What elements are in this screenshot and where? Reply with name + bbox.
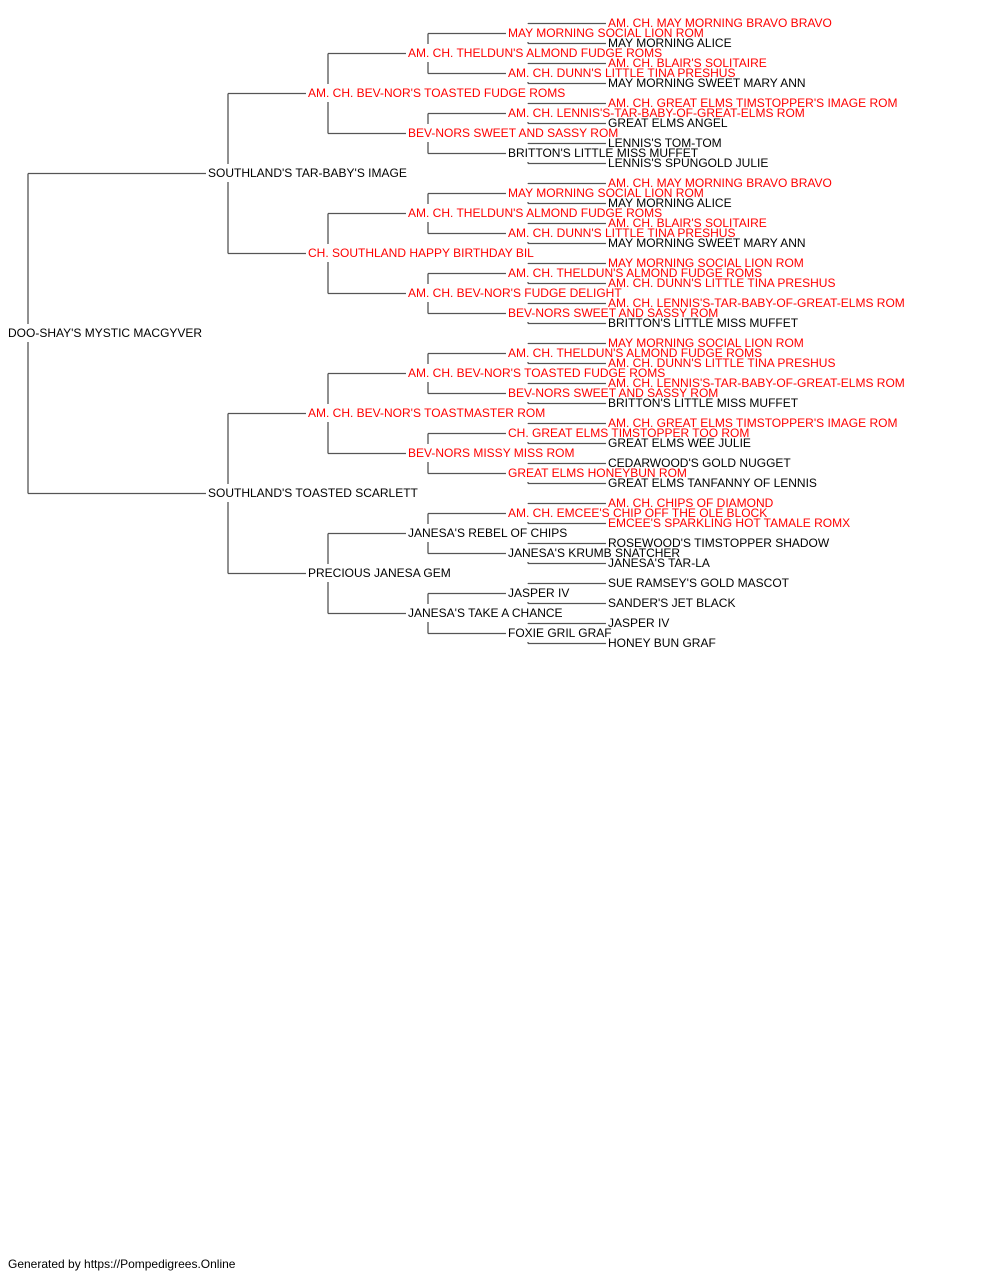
ancestor-name-gen-5: AM. CH. LENNIS'S-TAR-BABY-OF-GREAT-ELMS …: [608, 376, 905, 390]
ancestor-name-gen-5: MAY MORNING ALICE: [608, 36, 732, 50]
ancestor-name-gen-5: AM. CH. LENNIS'S-TAR-BABY-OF-GREAT-ELMS …: [608, 296, 905, 310]
ancestor-name-gen-5: ROSEWOOD'S TIMSTOPPER SHADOW: [608, 536, 830, 550]
ancestor-name-gen-4: AM. CH. DUNN'S LITTLE TINA PRESHUS: [508, 66, 736, 80]
ancestor-name-gen-2: PRECIOUS JANESA GEM: [308, 566, 451, 580]
ancestor-name-gen-4: BRITTON'S LITTLE MISS MUFFET: [508, 146, 699, 160]
ancestor-name-gen-5: MAY MORNING SWEET MARY ANN: [608, 76, 806, 90]
ancestor-name-gen-1: SOUTHLAND'S TOASTED SCARLETT: [208, 486, 418, 500]
ancestor-name-gen-5: AM. CH. DUNN'S LITTLE TINA PRESHUS: [608, 276, 836, 290]
ancestor-name-gen-2: AM. CH. BEV-NOR'S TOASTED FUDGE ROMS: [308, 86, 566, 100]
ancestor-name-gen-5: MAY MORNING ALICE: [608, 196, 732, 210]
ancestor-name-gen-3: AM. CH. BEV-NOR'S TOASTED FUDGE ROMS: [408, 366, 666, 380]
ancestor-name-gen-5: EMCEE'S SPARKLING HOT TAMALE ROMX: [608, 516, 851, 530]
ancestor-name-gen-4: AM. CH. THELDUN'S ALMOND FUDGE ROMS: [508, 346, 763, 360]
ancestor-name-gen-4: CH. GREAT ELMS TIMSTOPPER TOO ROM: [508, 426, 750, 440]
ancestor-name-gen-5: HONEY BUN GRAF: [608, 636, 716, 650]
ancestor-name-gen-3: BEV-NORS MISSY MISS ROM: [408, 446, 575, 460]
footer-credit: Generated by https://Pompedigrees.Online: [8, 1257, 236, 1271]
ancestor-name-gen-4: MAY MORNING SOCIAL LION ROM: [508, 26, 704, 40]
ancestor-name-gen-5: CEDARWOOD'S GOLD NUGGET: [608, 456, 791, 470]
ancestor-name-gen-4: MAY MORNING SOCIAL LION ROM: [508, 186, 704, 200]
ancestor-name-gen-2: AM. CH. BEV-NOR'S TOASTMASTER ROM: [308, 406, 546, 420]
ancestor-name-gen-5: AM. CH. DUNN'S LITTLE TINA PRESHUS: [608, 356, 836, 370]
ancestor-name-gen-2: CH. SOUTHLAND HAPPY BIRTHDAY BIL: [308, 246, 534, 260]
ancestor-name-gen-3: JANESA'S TAKE A CHANCE: [408, 606, 563, 620]
ancestor-name-gen-5: GREAT ELMS ANGEL: [608, 116, 728, 130]
ancestor-name-gen-3: BEV-NORS SWEET AND SASSY ROM: [408, 126, 619, 140]
ancestor-name-gen-5: LENNIS'S TOM-TOM: [608, 136, 722, 150]
ancestor-name-gen-5: BRITTON'S LITTLE MISS MUFFET: [608, 316, 799, 330]
ancestor-name-gen-5: MAY MORNING SOCIAL LION ROM: [608, 336, 804, 350]
ancestor-name-gen-5: MAY MORNING SOCIAL LION ROM: [608, 256, 804, 270]
ancestor-name-gen-5: BRITTON'S LITTLE MISS MUFFET: [608, 396, 799, 410]
ancestor-name-gen-5: LENNIS'S SPUNGOLD JULIE: [608, 156, 769, 170]
ancestor-name-gen-4: AM. CH. LENNIS'S-TAR-BABY-OF-GREAT-ELMS …: [508, 106, 805, 120]
ancestor-name-gen-4: FOXIE GRIL GRAF: [508, 626, 612, 640]
ancestor-name-gen-5: SUE RAMSEY'S GOLD MASCOT: [608, 576, 789, 590]
ancestor-name-gen-5: AM. CH. GREAT ELMS TIMSTOPPER'S IMAGE RO…: [608, 416, 898, 430]
ancestor-name-gen-5: AM. CH. CHIPS OF DIAMOND: [608, 496, 774, 510]
ancestor-name-gen-3: AM. CH. BEV-NOR'S FUDGE DELIGHT: [408, 286, 622, 300]
ancestor-name-gen-5: AM. CH. MAY MORNING BRAVO BRAVO: [608, 16, 832, 30]
ancestor-name-gen-5: JANESA'S TAR-LA: [608, 556, 710, 570]
ancestor-name-gen-1: SOUTHLAND'S TAR-BABY'S IMAGE: [208, 166, 407, 180]
ancestor-name-gen-4: AM. CH. EMCEE'S CHIP OFF THE OLE BLOCK: [508, 506, 768, 520]
ancestor-name-gen-4: AM. CH. DUNN'S LITTLE TINA PRESHUS: [508, 226, 736, 240]
ancestor-name-gen-3: AM. CH. THELDUN'S ALMOND FUDGE ROMS: [408, 46, 663, 60]
ancestor-name-gen-5: SANDER'S JET BLACK: [608, 596, 736, 610]
ancestor-name-gen-4: BEV-NORS SWEET AND SASSY ROM: [508, 386, 719, 400]
ancestor-name-gen-5: JASPER IV: [608, 616, 670, 630]
ancestor-name-gen-3: AM. CH. THELDUN'S ALMOND FUDGE ROMS: [408, 206, 663, 220]
ancestor-name-gen-3: JANESA'S REBEL OF CHIPS: [408, 526, 568, 540]
ancestor-name-gen-4: JANESA'S KRUMB SNATCHER: [508, 546, 681, 560]
ancestor-name-gen-5: GREAT ELMS WEE JULIE: [608, 436, 751, 450]
subject-dog-name: DOO-SHAY'S MYSTIC MACGYVER: [8, 326, 203, 340]
ancestor-name-gen-5: AM. CH. MAY MORNING BRAVO BRAVO: [608, 176, 832, 190]
ancestor-name-gen-5: MAY MORNING SWEET MARY ANN: [608, 236, 806, 250]
ancestor-name-gen-4: AM. CH. THELDUN'S ALMOND FUDGE ROMS: [508, 266, 763, 280]
ancestor-name-gen-4: GREAT ELMS HONEYBUN ROM: [508, 466, 687, 480]
ancestor-name-gen-5: AM. CH. BLAIR'S SOLITAIRE: [608, 216, 767, 230]
ancestor-name-gen-5: GREAT ELMS TANFANNY OF LENNIS: [608, 476, 817, 490]
ancestor-name-gen-5: AM. CH. GREAT ELMS TIMSTOPPER'S IMAGE RO…: [608, 96, 898, 110]
ancestor-name-gen-4: JASPER IV: [508, 586, 570, 600]
ancestor-name-gen-5: AM. CH. BLAIR'S SOLITAIRE: [608, 56, 767, 70]
ancestor-name-gen-4: BEV-NORS SWEET AND SASSY ROM: [508, 306, 719, 320]
